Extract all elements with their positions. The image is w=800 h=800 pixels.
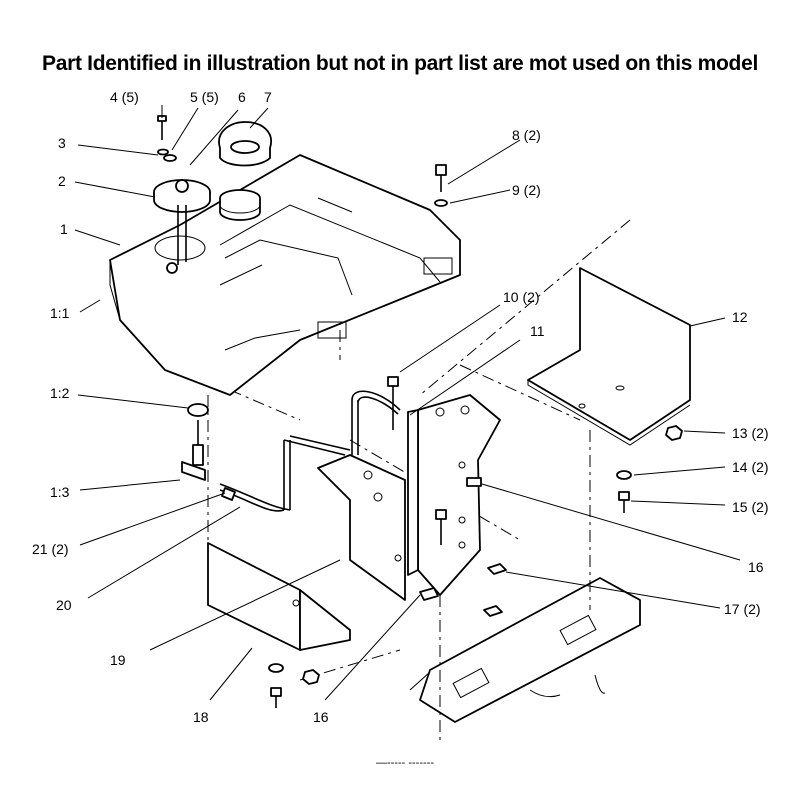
label-1: 1 [60,221,68,237]
label-18: 18 [193,709,209,725]
fuel-sender [153,179,211,274]
mount-bracket [317,454,406,601]
screw [157,115,177,162]
label-21: 21 (2) [32,541,69,557]
page-title: Part Identified in illustration but not … [41,52,758,75]
label-7: 7 [264,89,272,105]
hardware-13-15 [616,425,683,513]
label-13: 13 (2) [732,425,769,441]
label-2: 2 [58,173,66,189]
heat-shield [207,542,351,651]
footer-mark: —----- ------- [375,757,434,769]
label-17: 17 (2) [724,601,761,617]
label-1-1: 1:1 [50,305,70,321]
label-14: 14 (2) [732,459,769,475]
label-19: 19 [110,652,126,668]
label-3: 3 [58,135,66,151]
label-6: 6 [238,89,246,105]
fuel-tank [109,154,461,396]
hardware-18 [268,663,320,708]
label-1-2: 1:2 [50,385,70,401]
label-11: 11 [530,323,545,339]
fuel-cap [218,121,272,221]
shelf-bracket [527,267,691,446]
label-12: 12 [732,309,748,325]
upright-bracket [407,394,501,596]
label-15: 15 (2) [732,499,769,515]
bolts-10-17 [387,376,507,617]
label-16-right: 16 [748,559,764,575]
shutoff-fitting [181,403,236,501]
label-9: 9 (2) [512,182,541,198]
label-8: 8 (2) [512,127,541,143]
label-5: 5 (5) [190,89,219,105]
callout-labels: 4 (5) 5 (5) 6 7 3 2 1 1:1 8 (2) 9 (2) 10… [32,89,769,725]
fuel-line [219,390,401,512]
base-frame [409,577,641,723]
label-16-bottom: 16 [313,709,329,725]
bolt-8 [434,164,448,207]
label-10: 10 (2) [503,289,540,305]
label-4: 4 (5) [110,89,139,105]
label-20: 20 [56,597,72,613]
leader-lines [74,105,741,701]
label-1-3: 1:3 [50,484,70,500]
